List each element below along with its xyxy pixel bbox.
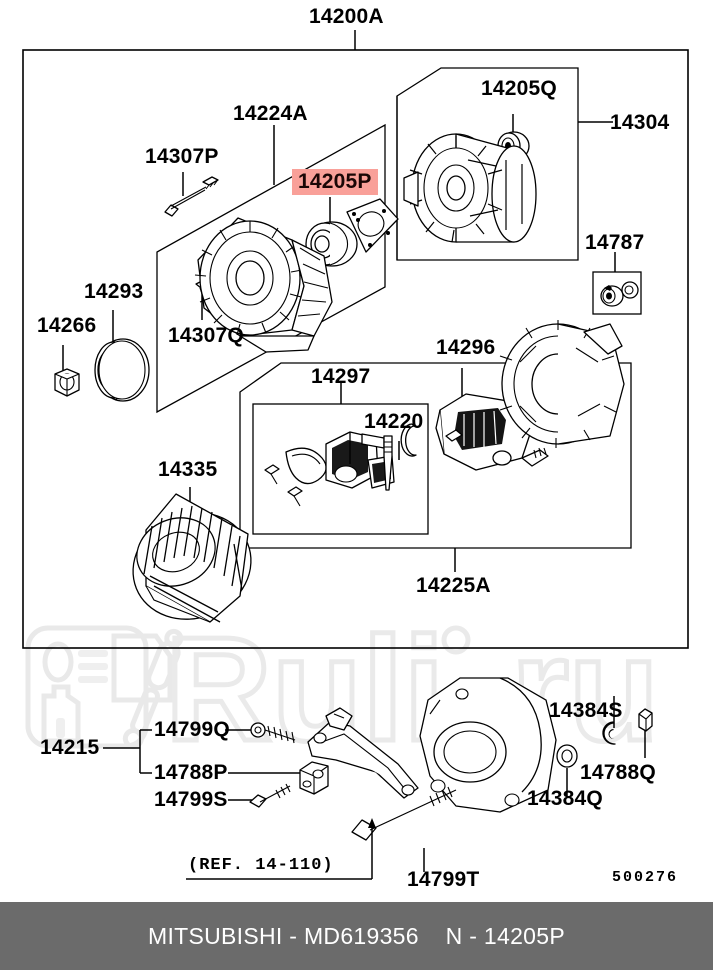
label-14787: 14787 (585, 231, 645, 254)
label-14307q: 14307Q (168, 324, 244, 347)
part-14335-stator (132, 487, 252, 623)
label-14297: 14297 (311, 365, 371, 388)
label-14200a: 14200A (309, 5, 384, 28)
footer-spacer (419, 923, 446, 950)
drawing-number: 500276 (612, 869, 679, 886)
part-14307p-bolt (164, 172, 219, 217)
bracket-14215-tree (103, 729, 300, 801)
label-14205q: 14205Q (481, 77, 557, 100)
svg-text:Ruli: Ruli (165, 607, 445, 772)
reference-note: (REF. 14-110) (188, 856, 334, 875)
footer-brand-part: MITSUBISHI - MD619356 (147, 922, 419, 949)
label-14224a: 14224A (233, 102, 308, 125)
frame-14304 (396, 67, 613, 261)
label-14799t: 14799T (407, 868, 480, 891)
label-14215: 14215 (40, 736, 100, 759)
part-14266-nut (54, 345, 80, 397)
part-14304-rotor (403, 133, 537, 243)
label-14384s: 14384S (549, 699, 623, 722)
label-14293: 14293 (84, 280, 144, 303)
part-14799t-bolt (351, 786, 457, 872)
part-14224a-front-housing (194, 217, 333, 353)
part-14799s-bolt (249, 783, 291, 808)
footer-node-part: N - 14205P (445, 922, 565, 949)
part-14215-bracket (419, 677, 557, 813)
part-adjusting-arm (307, 707, 419, 799)
part-14787-insulators (600, 281, 639, 307)
part-14384q-washer (556, 744, 578, 796)
part-14788q-spacer (638, 708, 653, 758)
label-14296: 14296 (436, 336, 496, 359)
footer-text: MITSUBISHI - MD619356 N - 14205P (0, 902, 713, 970)
outer-frame-14200a (22, 30, 689, 649)
part-14220-oring (398, 423, 417, 460)
footer-bar: MITSUBISHI - MD619356 N - 14205P (0, 902, 713, 970)
label-14788p: 14788P (154, 761, 228, 784)
ref-note-leader (186, 818, 376, 880)
label-14304: 14304 (610, 111, 670, 134)
label-14335: 14335 (158, 458, 218, 481)
part-14225a-rear-cover (499, 320, 625, 448)
label-14205p-highlighted: 14205P (292, 169, 378, 195)
part-14799q-bolt (250, 722, 296, 744)
part-14788p-spacer (299, 761, 329, 795)
label-14307p: 14307P (145, 145, 219, 168)
label-14266: 14266 (37, 314, 97, 337)
part-14384s-washer (602, 696, 616, 745)
part-14293-pulley (94, 310, 150, 402)
part-14297-brushkit (264, 431, 395, 507)
frame-14297 (252, 382, 429, 535)
label-14799q: 14799Q (154, 718, 230, 741)
label-14384q: 14384Q (527, 787, 603, 810)
label-14220: 14220 (364, 410, 424, 433)
label-14788q: 14788Q (580, 761, 656, 784)
frame-14787 (592, 252, 642, 315)
inner-frame-14224a (156, 123, 386, 414)
label-14225a: 14225A (416, 574, 491, 597)
frame-14225a (239, 362, 632, 572)
label-14799s: 14799S (154, 788, 228, 811)
